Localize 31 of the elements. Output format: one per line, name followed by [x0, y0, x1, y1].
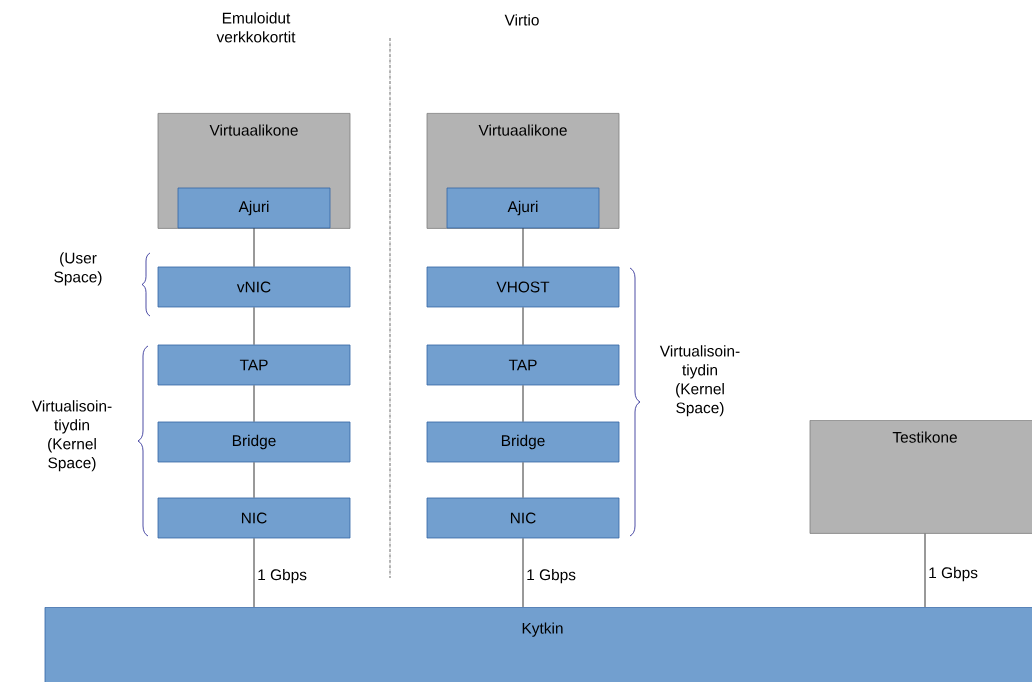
- annotation-text: (User Space): [54, 252, 102, 286]
- component-box: Ajuri: [446, 187, 600, 229]
- component-box: Bridge: [157, 421, 351, 463]
- connector-line: [522, 307, 524, 345]
- annotation-text: Virtualisoin-tiydin (Kernel Space): [659, 345, 740, 417]
- connector-line: [522, 385, 524, 422]
- connector-line: [253, 228, 255, 267]
- switch-box: Kytkin: [44, 607, 1032, 682]
- connector-line: [253, 538, 255, 608]
- connector-line: [253, 307, 255, 345]
- edge-label: 1 Gbps: [929, 566, 978, 582]
- edge-label: 1 Gbps: [527, 568, 576, 584]
- component-box: TAP: [426, 344, 620, 386]
- component-box: NIC: [157, 497, 351, 539]
- component-box: vNIC: [157, 266, 351, 308]
- component-box: TAP: [157, 344, 351, 386]
- edge-label: 1 Gbps: [258, 568, 307, 584]
- connector-line: [522, 462, 524, 498]
- machine-box: Testikone: [809, 420, 1032, 534]
- connector-line: [253, 385, 255, 422]
- annotation-text: Virtualisoin-tiydin (Kernel Space): [31, 400, 112, 472]
- component-box: Ajuri: [177, 187, 331, 229]
- connector-line: [924, 533, 926, 608]
- connector-line: [522, 538, 524, 608]
- component-box: NIC: [426, 497, 620, 539]
- annotation-text: Emuloidut verkkokortit: [216, 12, 296, 43]
- component-box: VHOST: [426, 266, 620, 308]
- connector-line: [522, 228, 524, 267]
- component-box: Bridge: [426, 421, 620, 463]
- annotation-text: Virtio: [504, 14, 539, 26]
- connector-line: [253, 462, 255, 498]
